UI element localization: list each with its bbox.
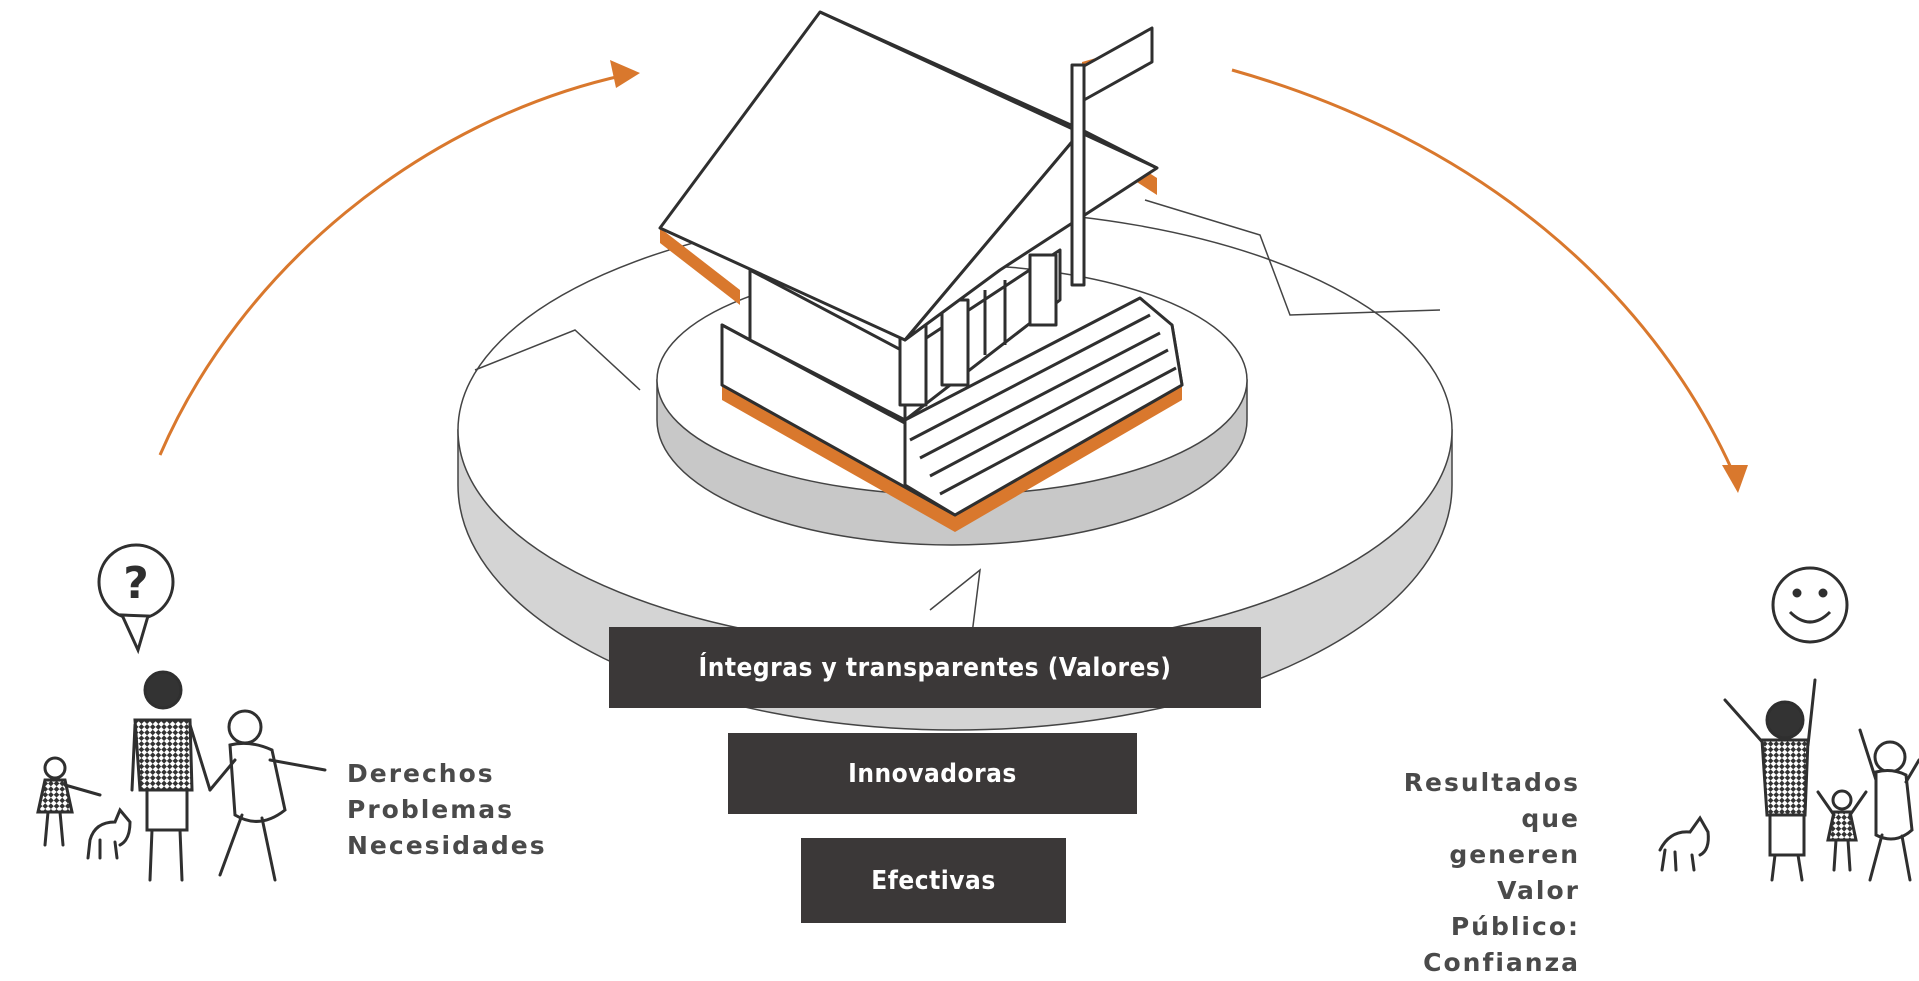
right-results-text: Resultados que generen Valor Público: Co… [1390,765,1580,981]
left-arrow-head [610,60,640,88]
layer-box-integras: Íntegras y transparentes (Valores) [609,627,1261,708]
smiley-face-icon [1771,566,1849,644]
right-arrow-head [1722,465,1748,493]
layer-label-integras: Íntegras y transparentes (Valores) [698,652,1172,683]
left-needs-text: Derechos Problemas Necesidades [347,756,547,864]
government-building [658,10,1184,532]
left-line-problemas: Problemas [347,795,515,824]
right-line-resultados: Resultados [1403,768,1580,797]
layer-label-efectivas: Efectivas [871,865,996,896]
left-family-illustration [36,670,327,882]
right-line-que-generen: que generen [1449,804,1580,869]
right-line-confianza: Confianza [1423,948,1580,977]
right-cycle-arrow [1231,68,1734,471]
left-cycle-arrow [158,73,626,456]
question-bubble-icon: ? [97,543,175,655]
right-family-illustration [1658,678,1919,882]
left-line-necesidades: Necesidades [347,831,547,860]
left-line-derechos: Derechos [347,759,495,788]
layer-label-innovadoras: Innovadoras [848,758,1017,789]
layer-box-efectivas: Efectivas [801,838,1066,923]
layer-box-innovadoras: Innovadoras [728,733,1137,814]
svg-text:?: ? [123,558,149,609]
right-line-valor-publico: Valor Público: [1450,876,1580,941]
